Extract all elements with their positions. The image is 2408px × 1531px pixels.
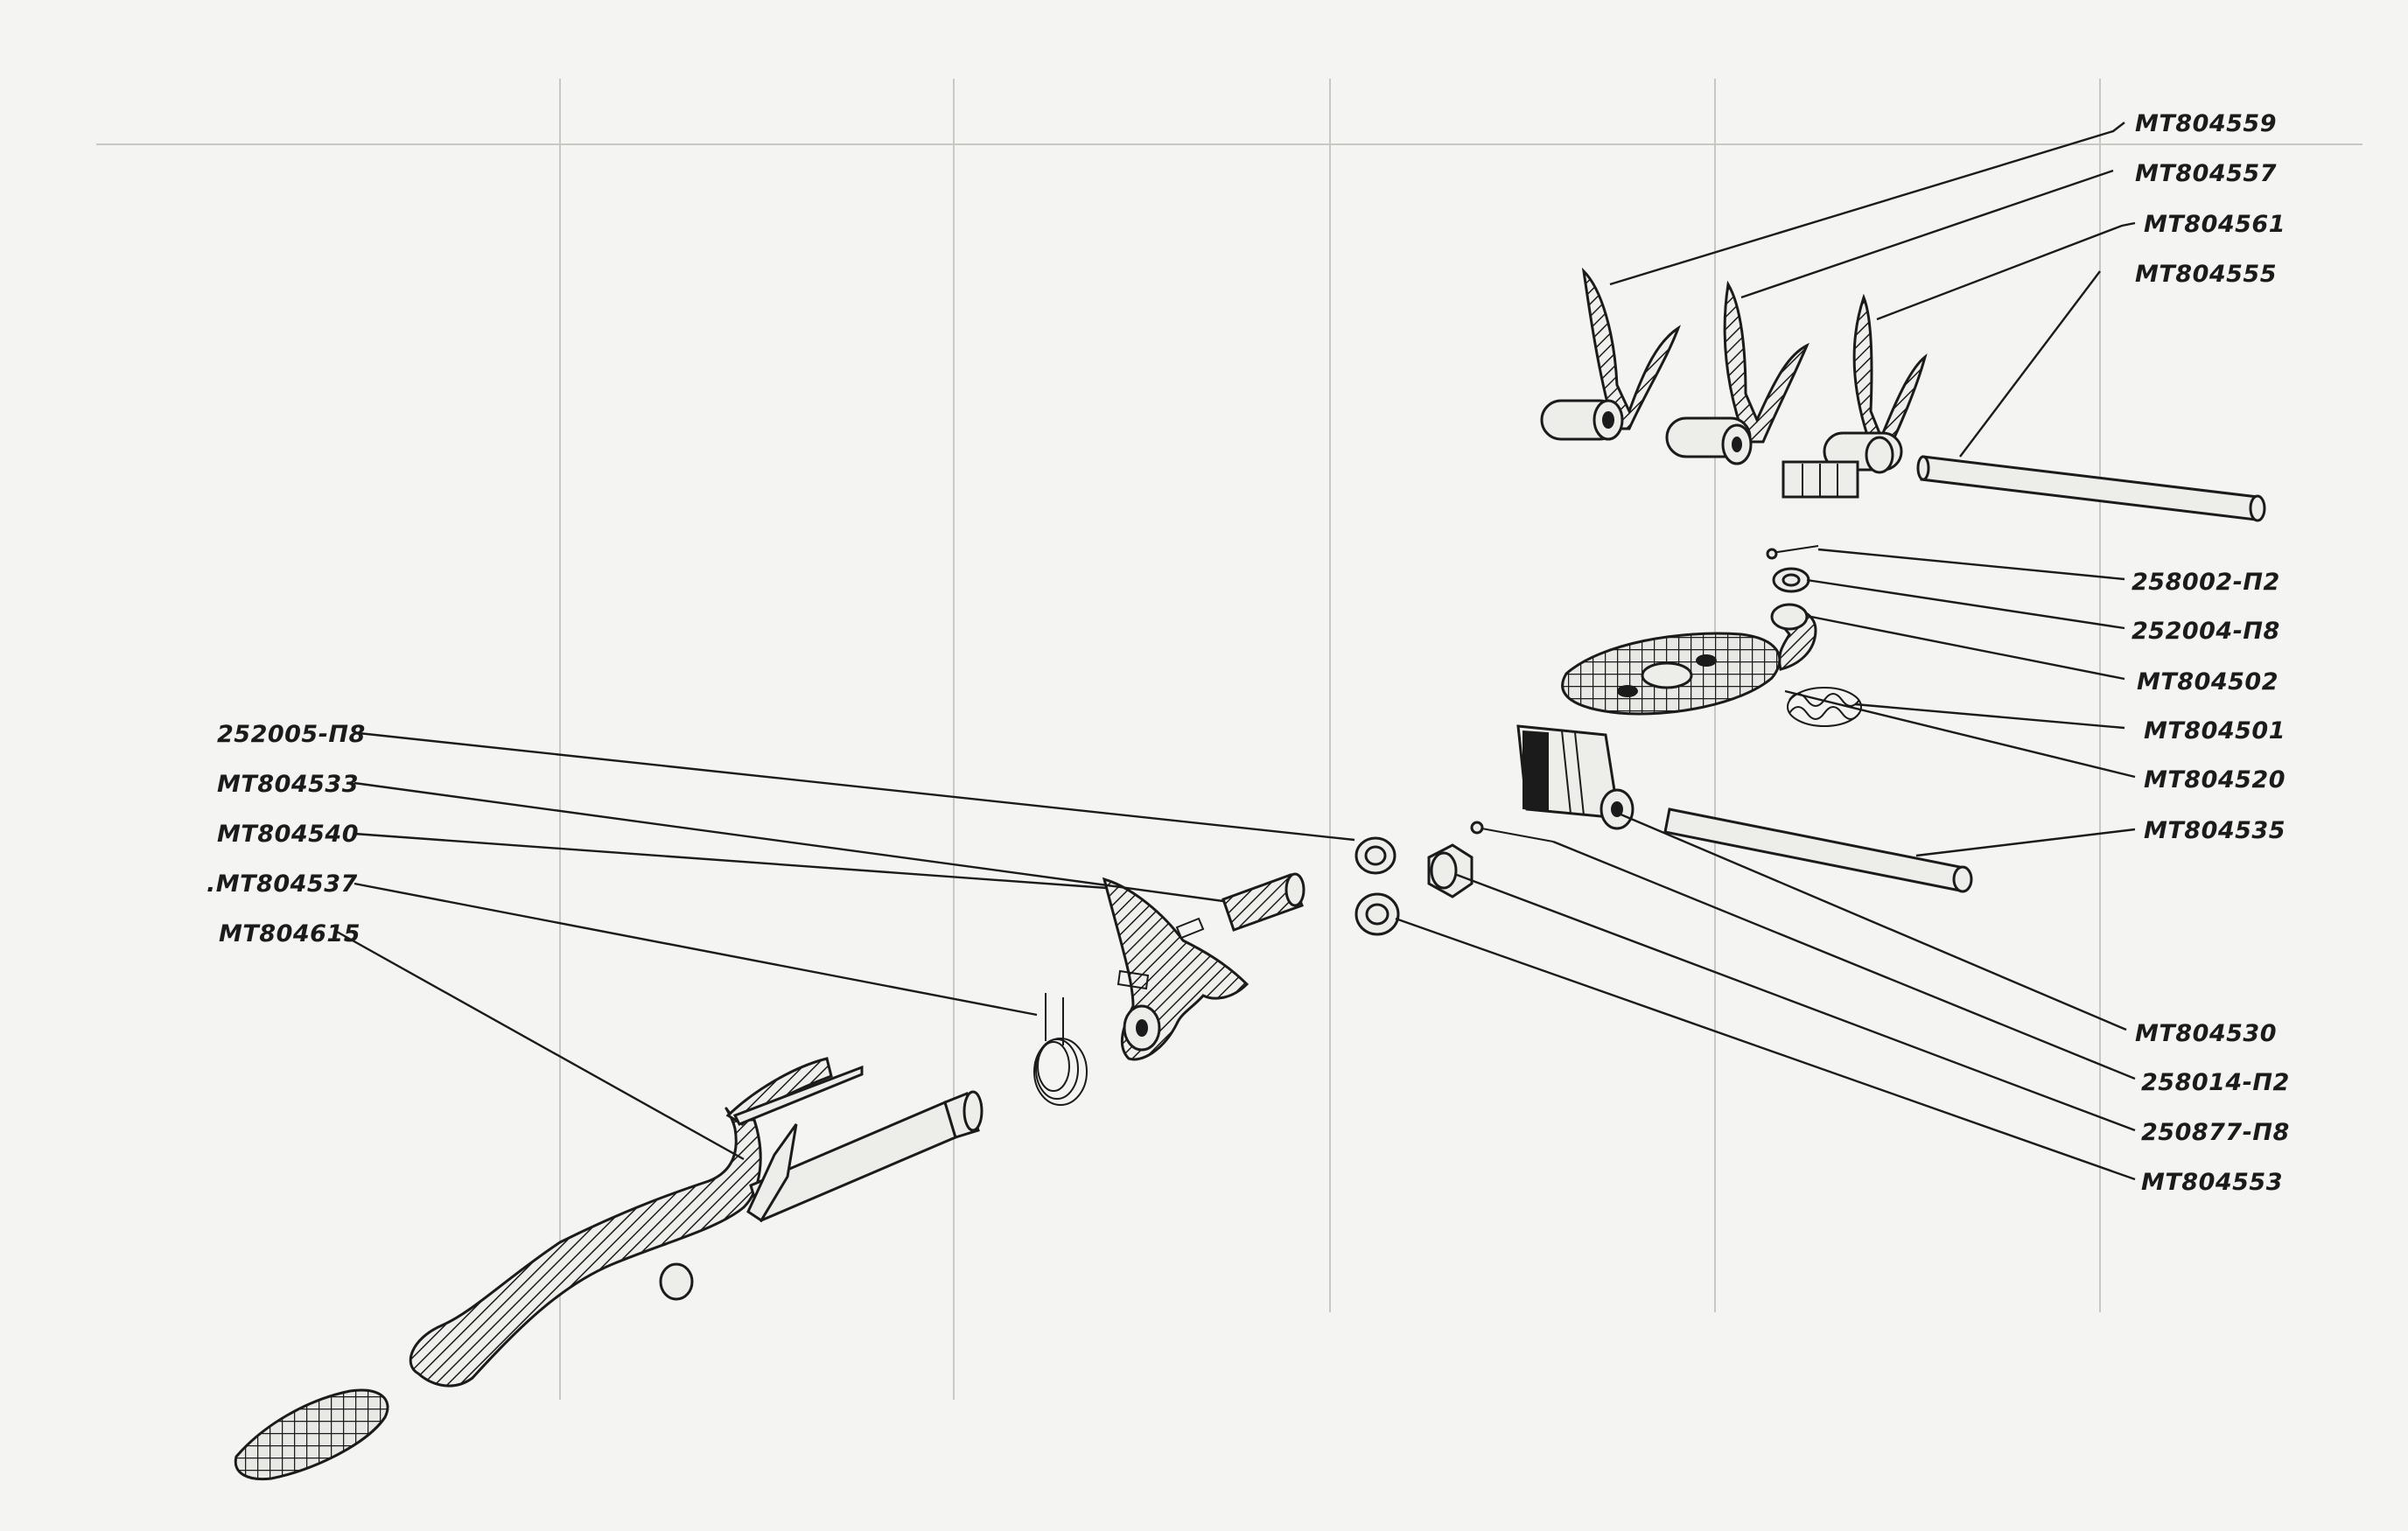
callout-252004-p8: 252004-П8 xyxy=(2132,618,2280,645)
callout-mt804557: MT804557 xyxy=(2135,160,2277,187)
callout-mt804533: MT804533 xyxy=(217,771,359,798)
pedal-lever xyxy=(234,1057,984,1481)
washer-upper xyxy=(1772,567,1810,593)
callout-258014-p2: 258014-П2 xyxy=(2141,1069,2290,1096)
washer-lower-2 xyxy=(1354,892,1400,936)
callout-mt804540: MT804540 xyxy=(217,821,359,848)
bleed-through-background xyxy=(96,79,2362,1400)
callout-mt804537: .MT804537 xyxy=(206,870,358,898)
cotter-pin-upper xyxy=(1766,545,1819,560)
callout-252005-p8: 252005-П8 xyxy=(217,721,366,748)
callout-mt804535: MT804535 xyxy=(2144,817,2286,844)
part-number-labels: MT804559 MT804557 MT804561 MT804555 2580… xyxy=(206,110,2290,1196)
callout-mt804555: MT804555 xyxy=(2135,261,2277,288)
shift-rod-lower xyxy=(1663,807,1973,893)
callout-mt804553: MT804553 xyxy=(2141,1169,2283,1196)
washer-lower-1 xyxy=(1354,836,1396,875)
callout-mt804530: MT804530 xyxy=(2135,1020,2277,1047)
shift-rod-upper xyxy=(1916,455,2266,522)
shift-fork-3 xyxy=(1782,293,1928,499)
gear-sector xyxy=(1102,877,1250,1061)
shift-fork-1 xyxy=(1540,267,1681,441)
slotted-bushing xyxy=(1516,724,1634,830)
compression-spring xyxy=(1222,872,1306,932)
callout-mt804501: MT804501 xyxy=(2144,717,2286,745)
callout-258002-p2: 258002-П2 xyxy=(2132,569,2280,596)
cam-lever xyxy=(1770,603,1817,671)
shift-fork-2 xyxy=(1665,280,1810,465)
hex-nut xyxy=(1427,843,1474,898)
torsion-spring xyxy=(1033,993,1088,1106)
cotter-pin-lower xyxy=(1470,821,1554,842)
selector-plate xyxy=(1561,632,1782,716)
callout-mt804615: MT804615 xyxy=(219,920,360,947)
callout-mt804561: MT804561 xyxy=(2144,211,2286,238)
callout-mt804520: MT804520 xyxy=(2144,766,2286,793)
callout-250877-p8: 250877-П8 xyxy=(2141,1119,2290,1146)
callout-mt804502: MT804502 xyxy=(2137,668,2278,696)
callout-mt804559: MT804559 xyxy=(2135,110,2277,137)
leader-lines xyxy=(336,122,2136,1181)
